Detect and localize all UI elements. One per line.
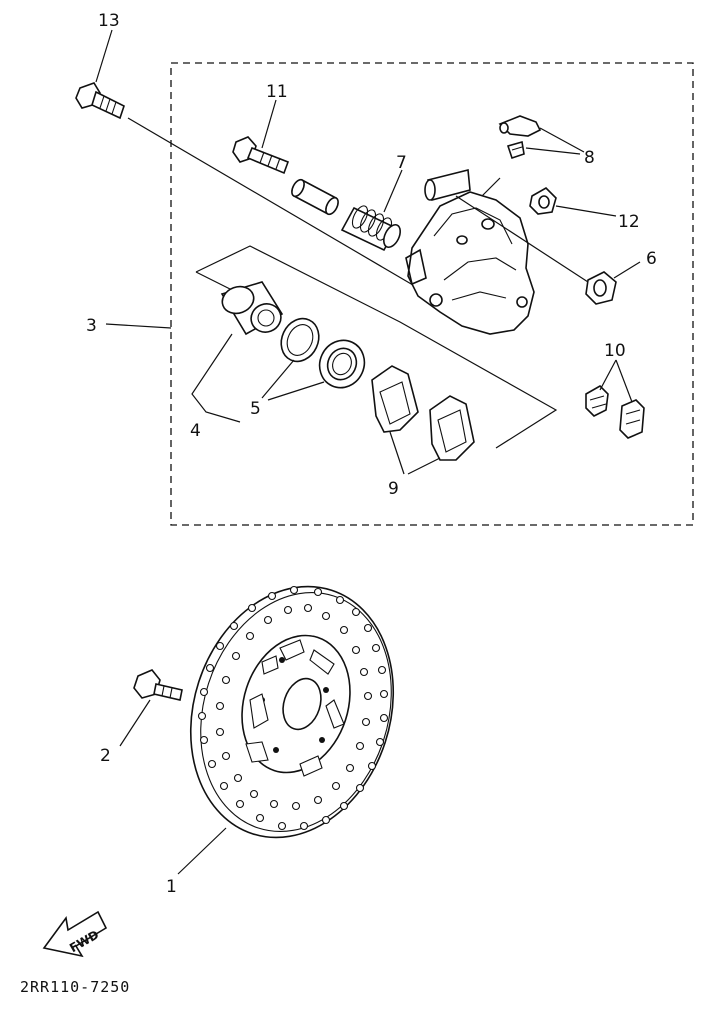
leader-caliper-body: [481, 177, 501, 197]
leader-7: [383, 169, 403, 213]
part-2-disc-bolt: [133, 669, 183, 701]
callout-1: 1: [166, 877, 177, 897]
callout-10: 10: [604, 341, 626, 361]
callout-13: 13: [98, 11, 120, 31]
callout-2: 2: [100, 746, 111, 766]
leader-8a: [539, 127, 585, 153]
part-4-piston: [220, 281, 284, 336]
part-1-brake-disc: [189, 585, 395, 839]
part-8-bleed-screw: [498, 115, 542, 160]
leader-11: [261, 99, 277, 149]
callout-6: 6: [646, 249, 657, 269]
caliper-body: [405, 168, 535, 335]
fwd-arrow-icon: FWD: [42, 910, 108, 958]
pin-sleeve: [291, 178, 339, 216]
subassembly-outline: [195, 245, 558, 449]
leader-9a: [389, 431, 405, 475]
part-11-pin-bolt: [232, 136, 290, 175]
leader-12: [555, 205, 617, 217]
callout-4: 4: [190, 421, 201, 441]
leader-3: [105, 323, 172, 329]
leader-5a: [261, 359, 295, 399]
callout-12: 12: [618, 212, 640, 232]
leader-6-axis: [455, 195, 589, 283]
leader-2: [119, 699, 151, 747]
leader-5b: [267, 381, 325, 401]
part-7-boot: [340, 205, 402, 252]
part-6-bushing: [585, 271, 617, 305]
leader-8b: [525, 147, 581, 155]
leader-13: [95, 29, 113, 83]
leader-1: [177, 827, 227, 875]
leader-9b: [407, 457, 441, 475]
diagram-code: 2RR110-7250: [20, 978, 130, 996]
part-13-bolt: [75, 82, 125, 120]
part-9-brake-pads: [371, 365, 475, 461]
leader-6: [613, 261, 641, 279]
leader-10b: [615, 359, 633, 403]
callout-8: 8: [584, 148, 595, 168]
callout-3: 3: [86, 316, 97, 336]
leader-13-axis: [127, 117, 431, 296]
callout-5: 5: [250, 399, 261, 419]
callout-9: 9: [388, 479, 399, 499]
subassembly-outline-lower: [195, 271, 237, 293]
leader-10a: [599, 359, 617, 391]
disc-holes: [197, 585, 389, 831]
part-12-bushing: [529, 187, 557, 215]
callout-11: 11: [266, 82, 288, 102]
callout-7: 7: [396, 153, 407, 173]
part-10-pad-clips: [585, 385, 645, 439]
leader-4: [191, 333, 241, 423]
part-5-seals: [280, 317, 366, 389]
